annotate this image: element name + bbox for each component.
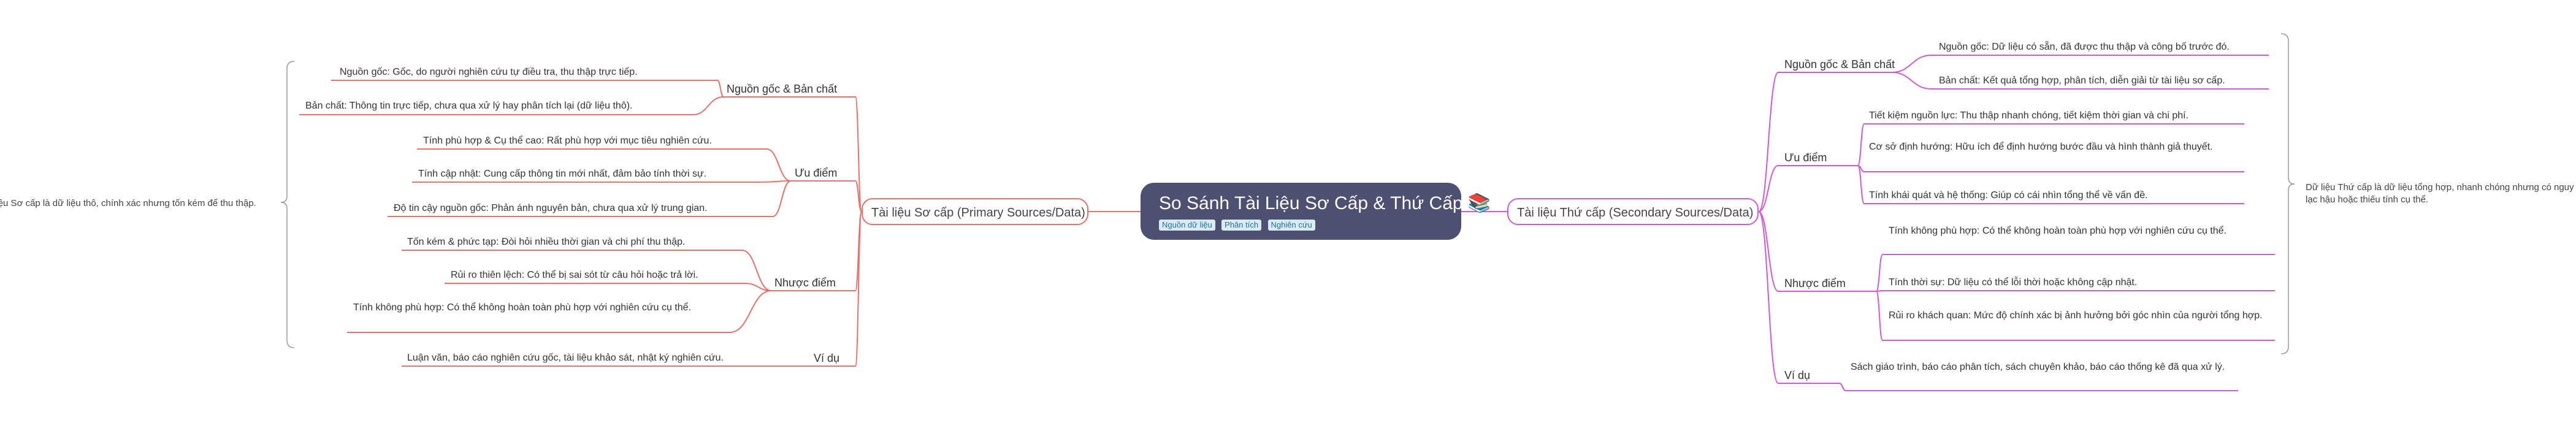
right-leaf[interactable]: Tiết kiệm nguồn lực: Thu thập nhanh chón… <box>1869 110 2189 121</box>
left-leaf[interactable]: Độ tin cậy nguồn gốc: Phản ánh nguyên bả… <box>394 203 708 213</box>
left-leaf[interactable]: Nguồn gốc: Gốc, do người nghiên cứu tự đ… <box>340 67 638 77</box>
left-leaf[interactable]: Tính cập nhật: Cung cấp thông tin mới nh… <box>418 169 707 179</box>
tag-nghien-cuu[interactable]: Nghiên cứu <box>1267 220 1315 231</box>
right-leaf[interactable]: Tính không phù hợp: Có thể không hoàn to… <box>1889 226 2227 236</box>
right-summary: Dữ liệu Thứ cấp là dữ liệu tổng hợp, nha… <box>2306 182 2576 205</box>
right-leaf[interactable]: Nguồn gốc: Dữ liệu có sẵn, đã được thu t… <box>1939 42 2230 52</box>
right-leaf[interactable]: Rủi ro khách quan: Mức độ chính xác bị ả… <box>1889 310 2263 321</box>
right-leaf[interactable]: Tính thời sự: Dữ liệu có thể lỗi thời ho… <box>1889 277 2138 288</box>
root-tags: Nguồn dữ liệu Phân tích Nghiên cứu <box>1159 220 1443 231</box>
left-leaf[interactable]: Bản chất: Thông tin trực tiếp, chưa qua … <box>305 101 633 111</box>
right-group-disadvantages[interactable]: Nhược điểm <box>1784 277 1846 289</box>
root-title: So Sánh Tài Liệu Sơ Cấp & Thứ Cấp 📚 <box>1159 193 1491 213</box>
tag-phan-tich[interactable]: Phân tích <box>1221 220 1262 231</box>
root-node[interactable]: So Sánh Tài Liệu Sơ Cấp & Thứ Cấp 📚 Nguồ… <box>1141 183 1491 240</box>
left-group-advantages[interactable]: Ưu điểm <box>795 167 838 179</box>
tag-nguon-du-lieu[interactable]: Nguồn dữ liệu <box>1159 220 1215 231</box>
right-main-node[interactable]: Tài liệu Thứ cấp (Secondary Sources/Data… <box>1507 198 1759 225</box>
right-group-advantages[interactable]: Ưu điểm <box>1784 151 1827 164</box>
left-leaf[interactable]: Luận văn, báo cáo nghiên cứu gốc, tài li… <box>407 353 724 363</box>
right-group-origin[interactable]: Nguồn gốc & Bản chất <box>1784 58 1895 71</box>
left-leaf[interactable]: Tính không phù hợp: Có thể không hoàn to… <box>353 302 692 313</box>
right-group-examples[interactable]: Ví dụ <box>1784 369 1811 381</box>
left-summary: Dữ liệu Sơ cấp là dữ liệu thô, chính xác… <box>0 198 256 209</box>
right-leaf[interactable]: Tính khái quát và hệ thống: Giúp có cái … <box>1869 190 2148 201</box>
right-leaf[interactable]: Cơ sở định hướng: Hữu ích để định hướng … <box>1869 142 2213 152</box>
right-leaf[interactable]: Sách giáo trình, báo cáo phân tích, sách… <box>1851 362 2225 372</box>
left-leaf[interactable]: Tính phù hợp & Cụ thể cao: Rất phù hợp v… <box>423 136 712 146</box>
right-leaf[interactable]: Bản chất: Kết quả tổng hợp, phân tích, d… <box>1939 75 2225 86</box>
left-leaf[interactable]: Rủi ro thiên lệch: Có thể bị sai sót từ … <box>451 270 698 280</box>
left-group-examples[interactable]: Ví dụ <box>814 352 840 364</box>
left-leaf[interactable]: Tốn kém & phức tạp: Đòi hỏi nhiều thời g… <box>407 237 686 247</box>
left-group-origin[interactable]: Nguồn gốc & Bản chất <box>727 83 838 95</box>
left-main-node[interactable]: Tài liệu Sơ cấp (Primary Sources/Data) <box>862 198 1088 225</box>
left-group-disadvantages[interactable]: Nhược điểm <box>774 277 836 289</box>
